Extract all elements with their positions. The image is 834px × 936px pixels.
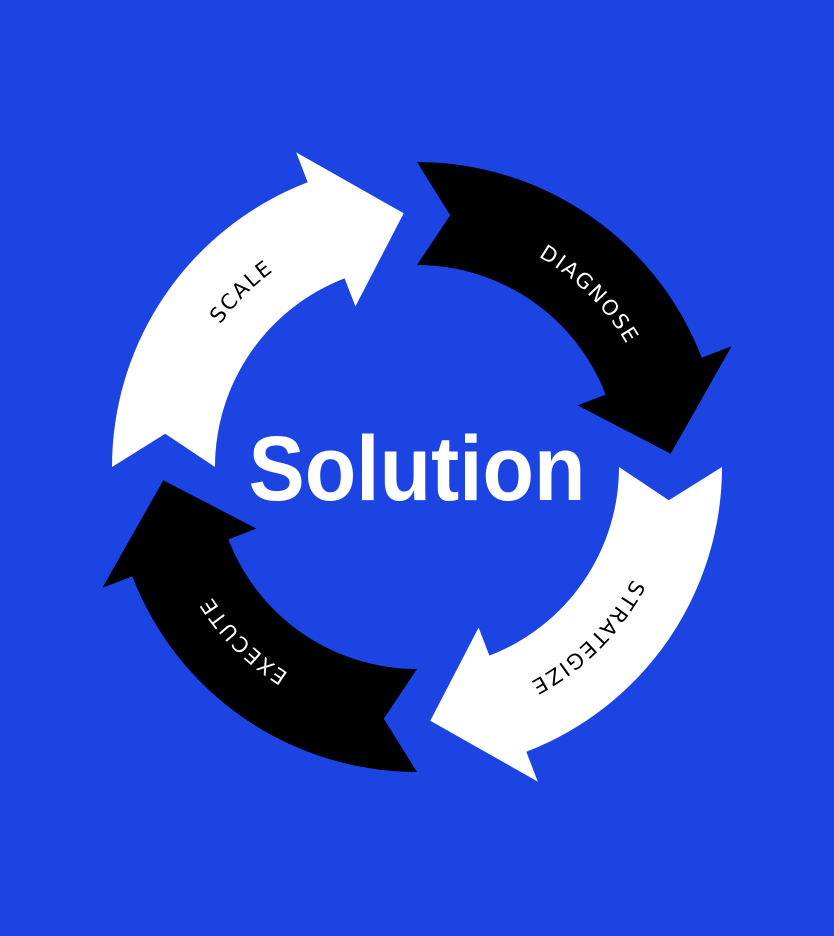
center-title: Solution: [249, 418, 586, 520]
cycle-step-execute: EXECUTE: [102, 480, 418, 772]
arrow-execute: [102, 480, 418, 772]
cycle-step-diagnose: DIAGNOSE: [417, 162, 732, 454]
arrow-diagnose: [417, 162, 732, 454]
arrow-scale: [112, 152, 404, 467]
arrow-strategize: [430, 467, 722, 782]
cycle-step-scale: SCALE: [112, 152, 404, 467]
